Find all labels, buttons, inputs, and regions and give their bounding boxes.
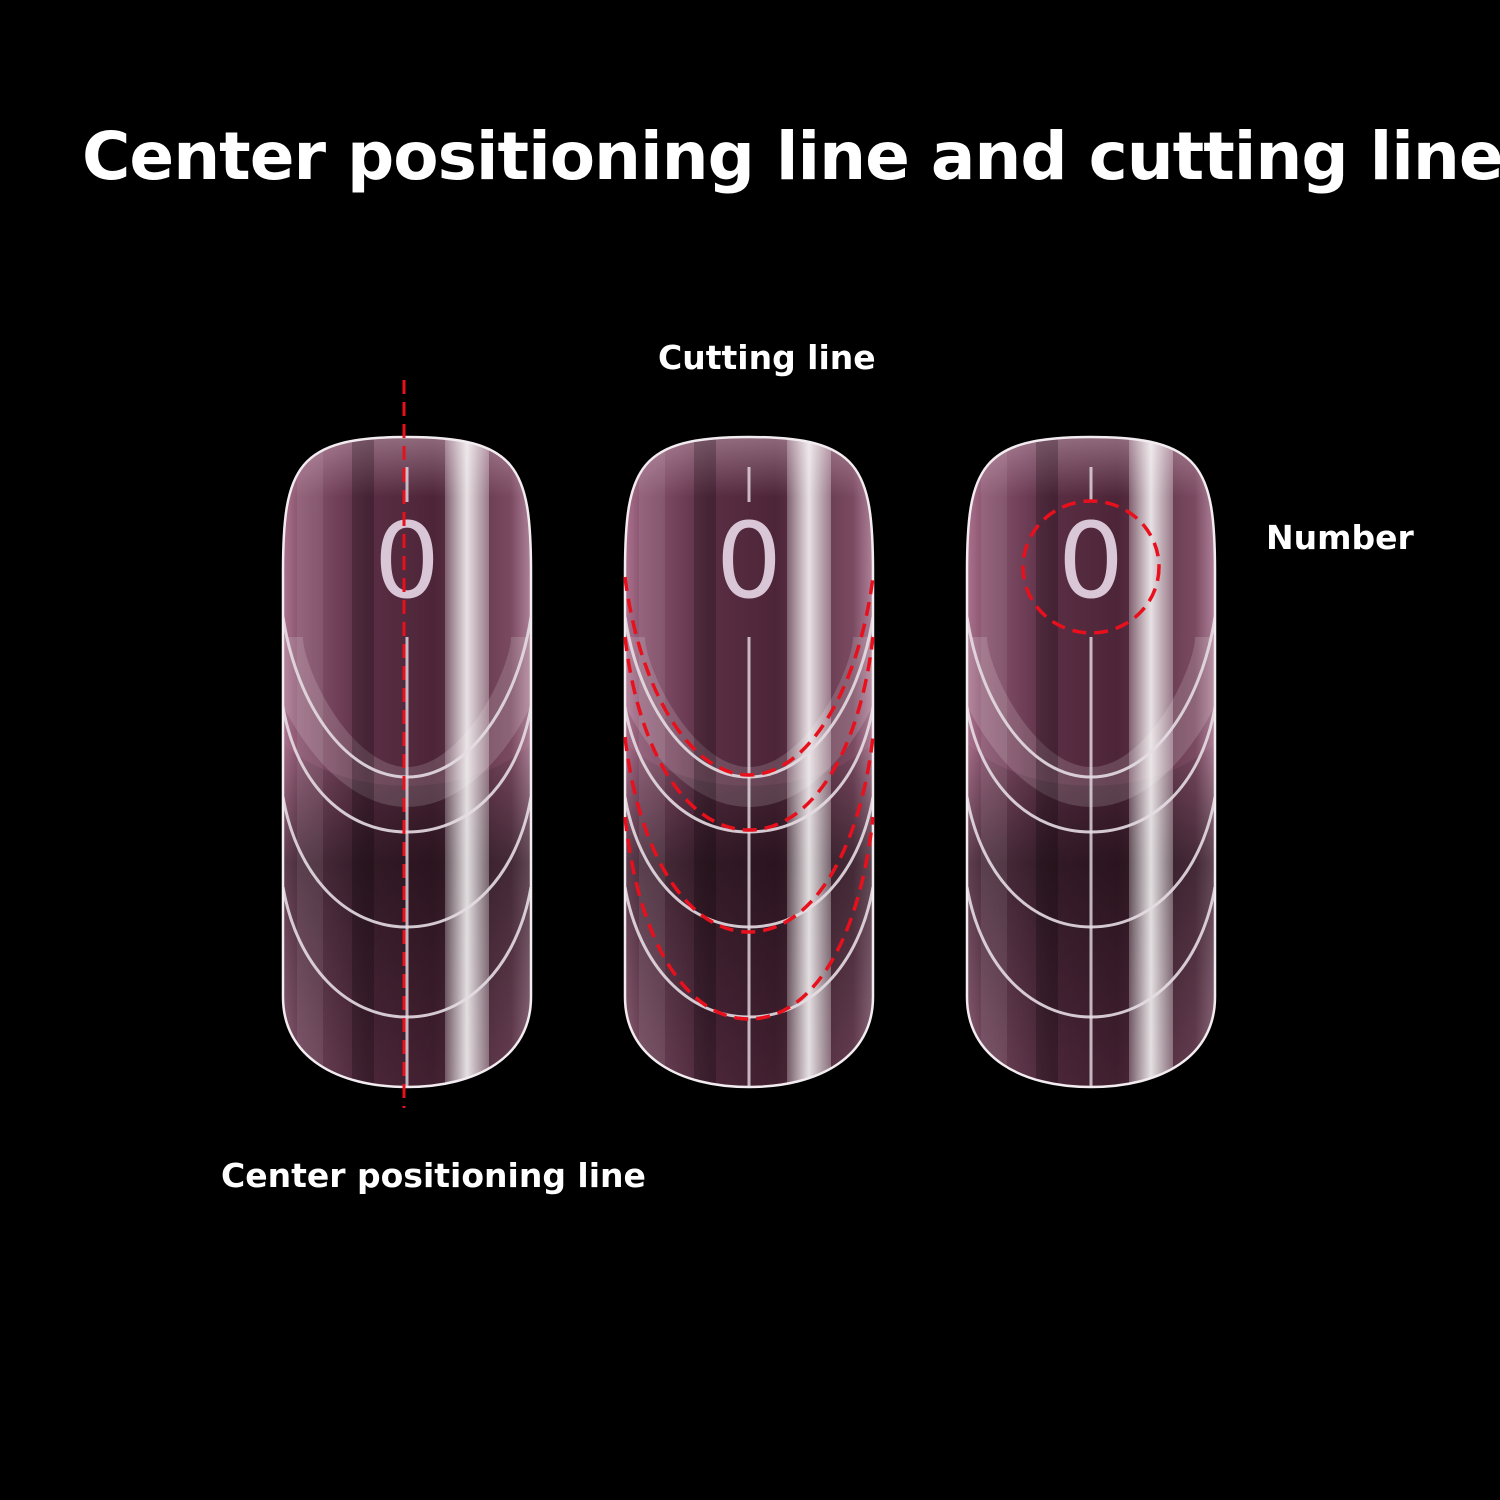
nail-number: 0 — [1058, 500, 1124, 622]
number-highlight-circle — [1021, 499, 1161, 635]
center-positioning-line-label: Center positioning line — [221, 1156, 646, 1195]
nail-tip-1: 0 — [277, 427, 537, 1097]
nail-tip-3: 0 — [961, 427, 1221, 1097]
nail-tip-2: 0 — [619, 427, 879, 1097]
nail-number: 0 — [374, 500, 440, 622]
page-title: Center positioning line and cutting line — [82, 118, 1500, 195]
cutting-lines — [623, 576, 875, 1021]
number-label: Number — [1266, 518, 1414, 557]
nail-number: 0 — [716, 500, 782, 622]
cutting-line-label: Cutting line — [658, 338, 876, 377]
